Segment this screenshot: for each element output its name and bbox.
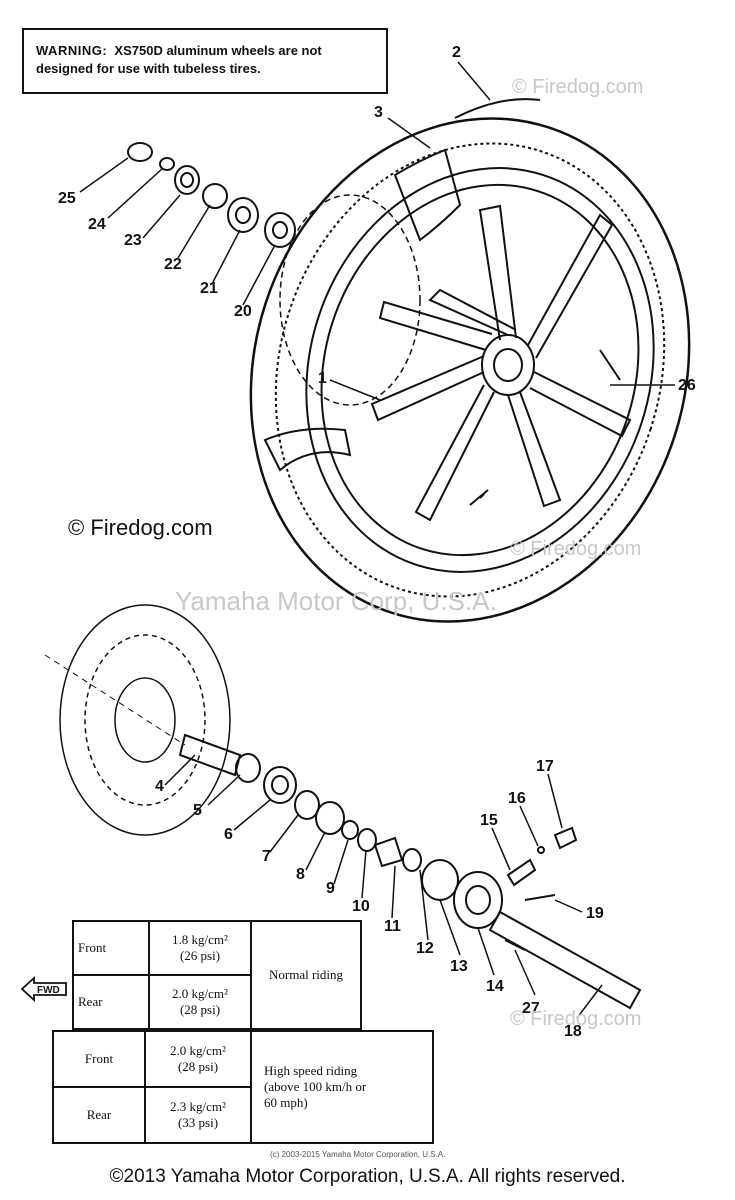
callout-15: 15 — [480, 812, 498, 829]
callout-18: 18 — [564, 1023, 582, 1040]
fine-copyright: (c) 2003-2015 Yamaha Motor Corporation, … — [270, 1150, 446, 1159]
callout-12: 12 — [416, 940, 434, 957]
table1-front-label: Front — [72, 920, 150, 976]
watermark-firedog-top: © Firedog.com — [512, 76, 644, 98]
table2-front-value-1: 2.0 kg/cm² — [170, 1043, 226, 1058]
leader-lines — [79, 61, 675, 1019]
warning-text-1: XS750D aluminum wheels are not — [114, 43, 322, 58]
warning-lead: WARNING: — [36, 43, 108, 58]
callout-9: 9 — [326, 880, 335, 897]
callout-22: 22 — [164, 256, 182, 273]
callout-3: 3 — [374, 104, 383, 121]
callout-1: 1 — [318, 370, 327, 387]
warning-box: WARNING: XS750D aluminum wheels are not … — [22, 28, 388, 94]
table2-rear-value-2: (33 psi) — [177, 1115, 219, 1130]
callout-25: 25 — [58, 190, 76, 207]
callout-16: 16 — [508, 790, 526, 807]
footer-copyright: ©2013 Yamaha Motor Corporation, U.S.A. A… — [109, 1166, 626, 1187]
table1-front-value: 1.8 kg/cm² (26 psi) — [148, 920, 252, 976]
fwd-arrow-icon: FWD — [20, 976, 67, 1002]
watermark-yamaha: Yamaha Motor Corp, U.S.A. — [175, 586, 497, 616]
table2-condition-3: 60 mph) — [264, 1095, 308, 1110]
callout-5: 5 — [193, 802, 202, 819]
callout-13: 13 — [450, 958, 468, 975]
pressure-table-high-speed: Front 2.0 kg/cm² (28 psi) High speed rid… — [52, 1030, 434, 1144]
table2-condition-1: High speed riding — [264, 1063, 358, 1078]
callout-21: 21 — [200, 280, 218, 297]
table2-rear-label: Rear — [52, 1086, 146, 1144]
callout-4: 4 — [155, 778, 164, 795]
watermark-firedog-main: © Firedog.com — [68, 515, 213, 540]
upper-bearing-parts — [127, 142, 296, 248]
fwd-label: FWD — [37, 985, 60, 996]
table1-rear-value-2: (28 psi) — [179, 1002, 221, 1017]
table2-front-value-2: (28 psi) — [177, 1059, 219, 1074]
table2-front-value: 2.0 kg/cm² (28 psi) — [144, 1030, 252, 1088]
table1-rear-label: Rear — [72, 974, 150, 1030]
callout-20: 20 — [234, 303, 252, 320]
upper-wheel-illustration — [249, 98, 691, 623]
callout-23: 23 — [124, 232, 142, 249]
table2-front-label: Front — [52, 1030, 146, 1088]
callout-27: 27 — [522, 1000, 540, 1017]
callout-26: 26 — [678, 377, 696, 394]
callout-11: 11 — [384, 918, 401, 935]
table1-rear-value-1: 2.0 kg/cm² — [172, 986, 228, 1001]
callout-14: 14 — [486, 978, 504, 995]
watermark-firedog-bottom: © Firedog.com — [510, 1008, 642, 1030]
callout-2: 2 — [452, 44, 461, 61]
table1-front-value-1: 1.8 kg/cm² — [172, 932, 228, 947]
pressure-table-normal: Front 1.8 kg/cm² (26 psi) Normal riding … — [72, 920, 362, 1030]
callout-8: 8 — [296, 866, 305, 883]
callout-7: 7 — [262, 848, 271, 865]
table2-rear-value-1: 2.3 kg/cm² — [170, 1099, 226, 1114]
callout-17: 17 — [536, 758, 554, 775]
table1-condition: Normal riding — [250, 920, 362, 1030]
callout-24: 24 — [88, 216, 106, 233]
table2-condition-2: (above 100 km/h or — [264, 1079, 367, 1094]
table2-rear-value: 2.3 kg/cm² (33 psi) — [144, 1086, 252, 1144]
table1-front-value-2: (26 psi) — [179, 948, 221, 963]
callout-6: 6 — [224, 826, 233, 843]
table1-rear-value: 2.0 kg/cm² (28 psi) — [148, 974, 252, 1030]
callout-10: 10 — [352, 898, 370, 915]
warning-text-2: designed for use with tubeless tires. — [36, 61, 261, 76]
lower-wheel-illustration — [44, 604, 231, 836]
watermark-firedog-mid: © Firedog.com — [510, 538, 642, 560]
table2-condition: High speed riding (above 100 km/h or 60 … — [250, 1030, 434, 1144]
callout-19: 19 — [586, 905, 604, 922]
